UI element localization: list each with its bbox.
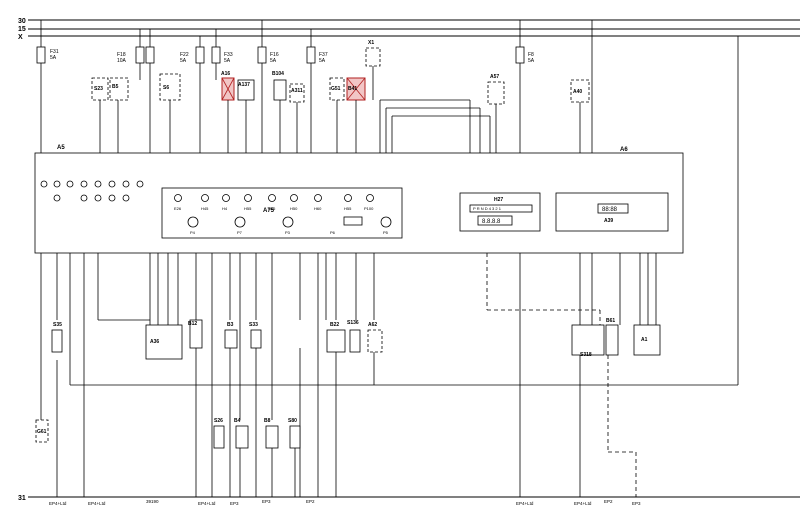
a75-indicators: E26 H45 H4 H55 H56 H50 H60 H55 P100 — [174, 194, 374, 211]
fuse-f18-label: F18 — [117, 52, 126, 58]
fuse-f16-label: F16 — [270, 52, 279, 58]
g61-label: G61 — [37, 429, 47, 435]
a75-gauges: P4 P7 P3 P6 P5 — [187, 216, 392, 235]
s80-label: S80 — [288, 418, 297, 424]
a62-label: A62 — [368, 322, 377, 328]
ground-label: EP4+Ltd — [88, 501, 106, 506]
ground-label: EP4+Ltd — [574, 501, 592, 506]
ground-label: EP2 — [604, 499, 613, 504]
gauge-label: P5 — [383, 230, 389, 235]
a39-label: A39 — [604, 218, 613, 224]
a57-label: A57 — [490, 74, 499, 80]
fuse-f33-label: F33 — [224, 52, 233, 58]
s26-label: S26 — [214, 418, 223, 424]
b12-label: B12 — [188, 321, 197, 327]
fuse-f37-rating: 5A — [319, 58, 326, 64]
indicator-label: H55 — [244, 206, 252, 211]
s35-label: S35 — [53, 322, 62, 328]
b22-label: B22 — [330, 322, 339, 328]
gauge-label: P3 — [285, 230, 291, 235]
gauge-label: P7 — [237, 230, 243, 235]
gauge-label: P4 — [190, 230, 196, 235]
fuse-f22-label: F22 — [180, 52, 189, 58]
fuse-f31-rating: 5A — [50, 55, 57, 61]
indicator-label: H45 — [201, 206, 209, 211]
fuse-f8-rating: 5A — [528, 58, 535, 64]
s33-label: S33 — [249, 322, 258, 328]
indicator-label: H50 — [290, 206, 298, 211]
a311-label: A311 — [291, 88, 303, 94]
a137-label: A137 — [238, 82, 250, 88]
bus-wires — [379, 99, 491, 153]
a5-indicator-group — [40, 180, 144, 202]
indicator-label: H4 — [222, 206, 228, 211]
fuse-f16-rating: 5A — [270, 58, 277, 64]
h27-label: H27 — [494, 197, 503, 203]
fuse-f37-label: F37 — [319, 52, 328, 58]
a75-label: A75 — [263, 208, 275, 214]
bottom-components: S35 A36 B12 B3 S33 B4 B22 A62 S136 S318 … — [35, 318, 661, 497]
ground-label: EP4+Ltd — [49, 501, 67, 506]
b4-label: B4 — [234, 418, 241, 424]
indicator-label: H56 — [268, 206, 276, 211]
fuse-f8-label: F8 — [528, 52, 534, 58]
s136-label: S136 — [347, 320, 359, 326]
b61-label: B61 — [606, 318, 615, 324]
s23-label: S23 — [94, 86, 103, 92]
indicator-label: H60 — [314, 206, 322, 211]
power-rails: 30 15 X 31 — [18, 18, 800, 502]
ground-label: EP2 — [306, 499, 315, 504]
rail-label-31: 31 — [18, 495, 26, 502]
indicator-label: E26 — [174, 206, 182, 211]
h27-digit-display: 8.8.8.8 — [482, 219, 501, 225]
fuses: F31 5A F18 10A F22 5A F33 5A F16 5A F37 … — [36, 20, 535, 153]
b41-label: B41 — [348, 86, 357, 92]
fuse-f22-rating: 5A — [180, 58, 187, 64]
ground-label: EP3 — [632, 501, 641, 506]
a36-label: A36 — [150, 339, 159, 345]
top-components: S23 B5 S6 A16 A137 B104 A311 G51 B41 — [91, 20, 739, 385]
output-wires — [40, 253, 738, 497]
ground-label: 39190 — [146, 499, 159, 504]
a40-label: A40 — [573, 89, 582, 95]
b5-label: B5 — [112, 84, 119, 90]
a1-label: A1 — [641, 337, 648, 343]
rail-label-x: X — [18, 34, 23, 41]
b8-label: B8 — [264, 418, 271, 424]
fuse-f18-rating: 10A — [117, 58, 127, 64]
a5-label: A5 — [57, 145, 65, 151]
gauge-label: P6 — [330, 230, 336, 235]
h27-gear-display: P R N D 4 3 2 1 — [473, 206, 502, 211]
rail-label-15: 15 — [18, 26, 26, 33]
main-modules: A5 A6 A75 E26 H45 H4 — [34, 145, 684, 254]
indicator-label: P100 — [364, 206, 374, 211]
s6-label: S6 — [163, 85, 169, 91]
ground-label: EP4+Ltd — [198, 501, 216, 506]
s318-label: S318 — [580, 352, 592, 358]
fuse-f33-rating: 5A — [224, 58, 231, 64]
ground-label: EP4+Ltd — [516, 501, 534, 506]
indicator-label: H55 — [344, 206, 352, 211]
a39-clock-display: 88:88 — [602, 207, 618, 213]
rail-label-30: 30 — [18, 18, 26, 25]
a6-label: A6 — [620, 147, 628, 153]
b3-label: B3 — [227, 322, 234, 328]
ground-label: EP3 — [230, 501, 239, 506]
a16-label: A16 — [221, 71, 230, 77]
b104-label: B104 — [272, 71, 284, 77]
x1-label: X1 — [368, 40, 374, 46]
g51-label: G51 — [331, 86, 341, 92]
ground-label: EP3 — [262, 499, 271, 504]
ground-labels: EP4+Ltd EP4+Ltd 39190 EP4+Ltd EP3 EP3 EP… — [49, 499, 641, 506]
fuse-f31-label: F31 — [50, 49, 59, 55]
